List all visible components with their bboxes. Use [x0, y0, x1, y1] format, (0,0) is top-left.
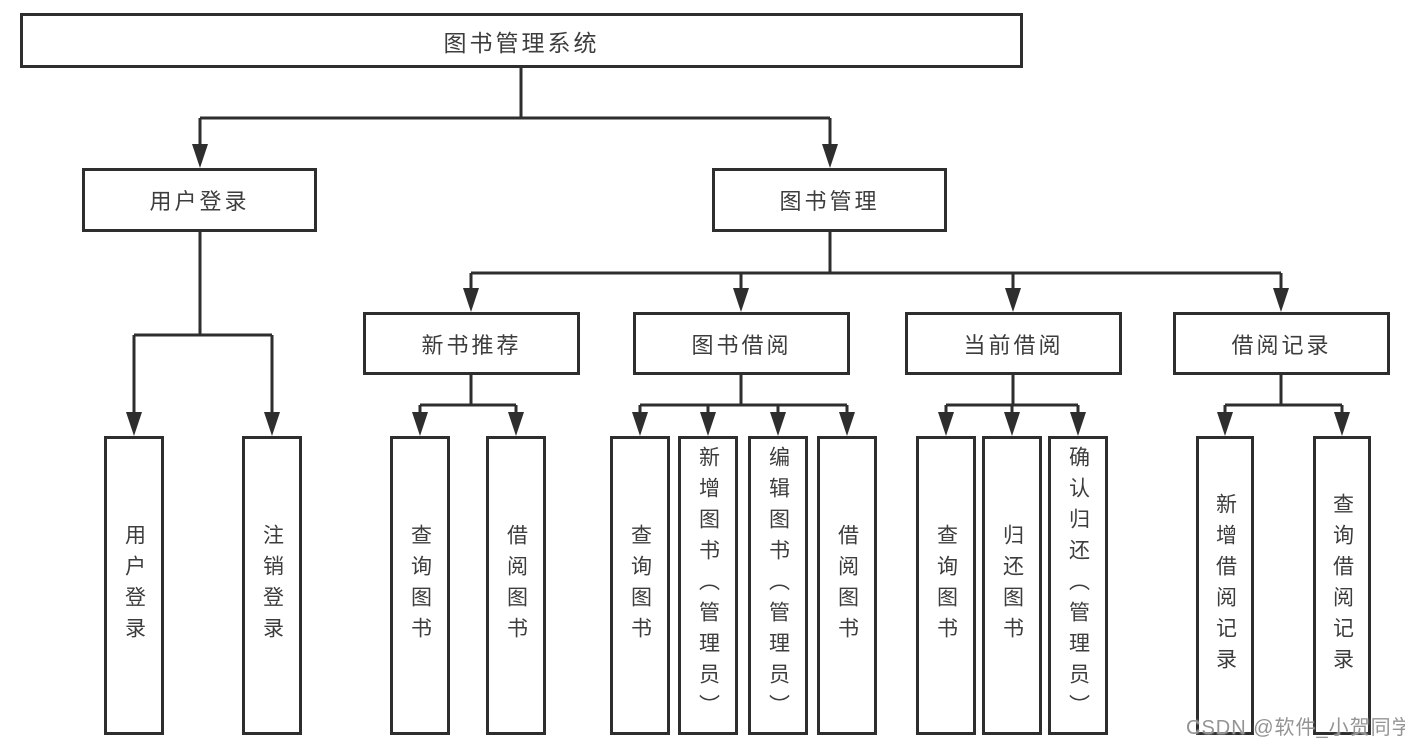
node-book-borrowing: 图书借阅: [633, 312, 850, 375]
leaf-label: 新增图书（管理员）: [696, 446, 720, 725]
leaf-label: 注销登录: [260, 523, 284, 648]
node-user-login: 用户登录: [82, 168, 317, 232]
node-label: 新书推荐: [421, 332, 522, 358]
leaf-logout: 注销登录: [242, 436, 302, 735]
node-label: 图书管理: [779, 189, 880, 214]
leaf-return-books: 归还图书: [982, 436, 1042, 735]
node-current-borrowing: 当前借阅: [905, 312, 1122, 375]
node-label: 借阅记录: [1231, 332, 1332, 358]
leaf-add-books-admin: 新增图书（管理员）: [678, 436, 738, 735]
leaf-label: 归还图书: [1000, 523, 1024, 648]
leaf-label: 借阅图书: [835, 523, 859, 648]
leaf-label: 查询图书: [934, 523, 958, 648]
leaf-label: 查询图书: [628, 523, 652, 648]
leaf-confirm-return-admin: 确认归还（管理员）: [1048, 436, 1108, 735]
node-label: 图书管理系统: [443, 29, 600, 56]
watermark-text: CSDN @软件_小贺同学: [1186, 717, 1405, 739]
leaf-query-books-recommend: 查询图书: [390, 436, 450, 735]
leaf-query-borrow-record: 查询借阅记录: [1313, 436, 1371, 735]
node-library-system: 图书管理系统: [20, 13, 1023, 68]
leaf-label: 用户登录: [122, 523, 146, 648]
leaf-label: 编辑图书（管理员）: [766, 446, 790, 725]
leaf-borrow-books-recommend: 借阅图书: [486, 436, 546, 735]
leaf-label: 确认归还（管理员）: [1066, 446, 1090, 725]
leaf-label: 查询借阅记录: [1330, 492, 1354, 679]
leaf-edit-books-admin: 编辑图书（管理员）: [748, 436, 808, 735]
node-new-book-recommend: 新书推荐: [363, 312, 580, 375]
leaf-add-borrow-record: 新增借阅记录: [1196, 436, 1254, 735]
leaf-query-books-borrowing: 查询图书: [610, 436, 670, 735]
node-borrowing-records: 借阅记录: [1173, 312, 1390, 375]
leaf-label: 查询图书: [408, 523, 432, 648]
leaf-label: 新增借阅记录: [1213, 492, 1237, 679]
leaf-query-books-current: 查询图书: [916, 436, 976, 735]
node-label: 用户登录: [149, 189, 250, 214]
node-book-management: 图书管理: [712, 168, 947, 232]
node-label: 当前借阅: [963, 332, 1064, 358]
leaf-user-login: 用户登录: [104, 436, 164, 735]
node-label: 图书借阅: [691, 332, 792, 358]
leaf-label: 借阅图书: [504, 523, 528, 648]
leaf-borrow-books-borrowing: 借阅图书: [817, 436, 877, 735]
